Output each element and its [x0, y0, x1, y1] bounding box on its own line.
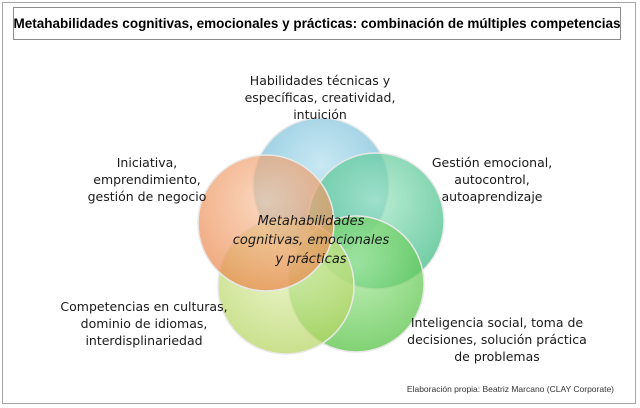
diagram-title: Metahabilidades cognitivas, emocionales …: [13, 7, 621, 40]
label-emotional: Gestión emocional, autocontrol, autoapre…: [431, 155, 553, 204]
circle-entrepreneurship: [197, 154, 335, 292]
credit-note: Elaboración propia: Beatriz Marcano (CLA…: [406, 384, 614, 394]
center-label: Metahabilidades cognitivas, emocionales …: [232, 214, 390, 267]
label-entrepreneurship: Iniciativa, emprendimiento, gestión de n…: [87, 155, 207, 204]
label-social: Inteligencia social, toma de decisiones,…: [407, 315, 587, 364]
label-cultural: Competencias en culturas, dominio de idi…: [60, 299, 228, 348]
label-technical: Habilidades técnicas y específicas, crea…: [244, 73, 396, 122]
